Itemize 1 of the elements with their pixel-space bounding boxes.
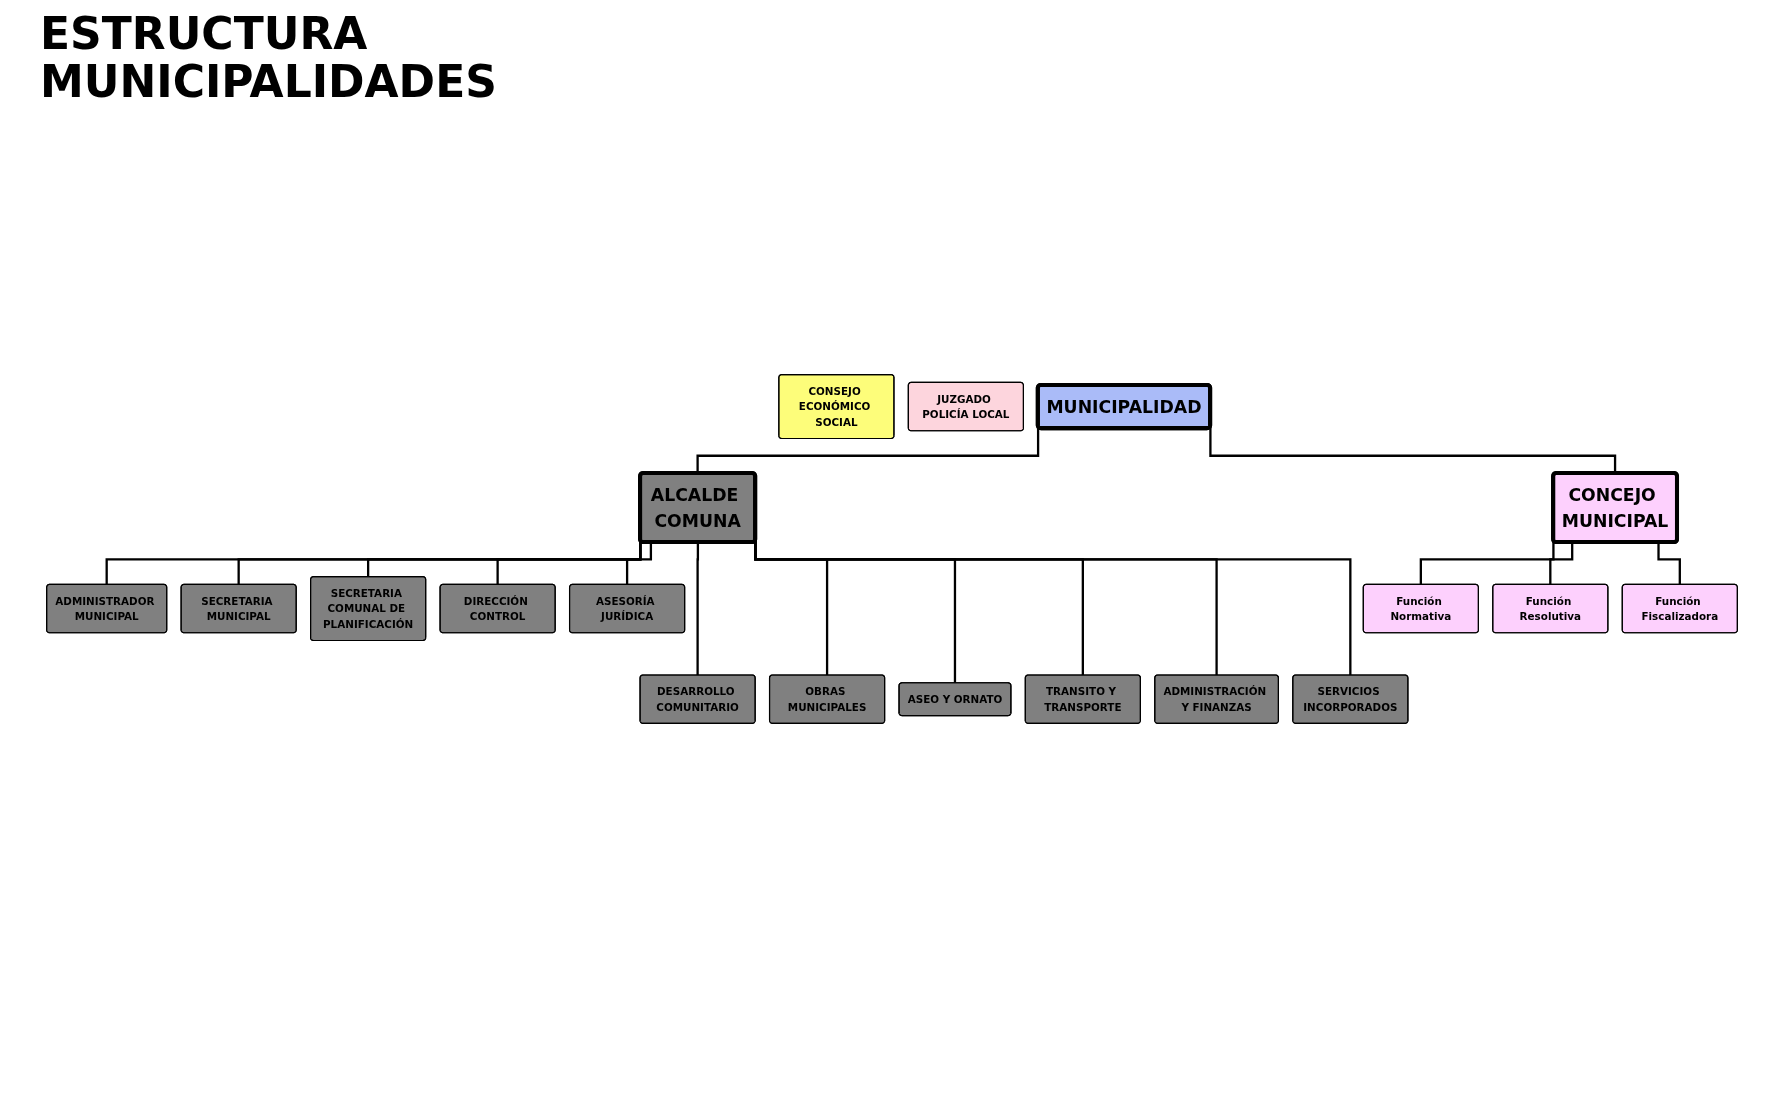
diagram-title: ESTRUCTURA MUNICIPALIDADES: [40, 10, 498, 107]
